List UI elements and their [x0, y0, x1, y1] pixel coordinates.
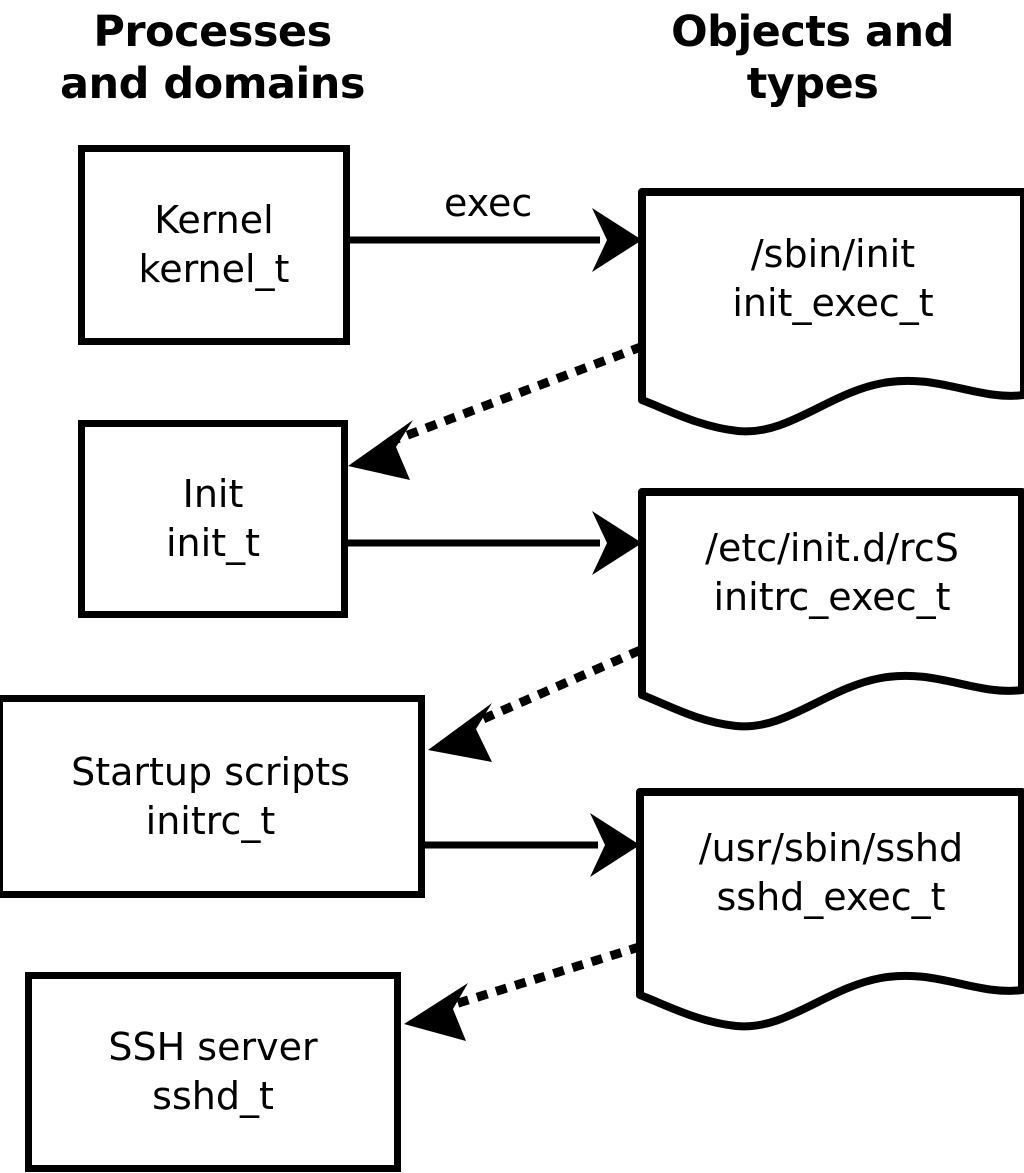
object-doc-usr-sbin-sshd[interactable]: /usr/sbin/sshd sshd_exec_t	[636, 788, 1024, 1031]
process-box-ssh-server-line1: SSH server	[108, 1025, 318, 1070]
edge-sshd-transition-sshd-t	[404, 942, 642, 1041]
edge-rcs-transition-initrc	[428, 646, 642, 762]
process-box-init[interactable]: Init init_t	[78, 420, 348, 618]
edge-init-exec-rcs	[346, 511, 642, 575]
object-doc-sbin-init-shape	[638, 188, 1024, 436]
edge-initrc-exec-sshd	[423, 813, 640, 877]
process-box-startup-scripts-line2: initrc_t	[145, 798, 276, 843]
edge-label-exec: exec	[444, 181, 533, 225]
process-box-ssh-server[interactable]: SSH server sshd_t	[25, 972, 401, 1172]
process-box-kernel-line1: Kernel	[154, 198, 274, 243]
object-doc-etc-initd-rcs-shape	[638, 488, 1024, 731]
edge-sbin-init-transition-init	[348, 342, 644, 480]
process-box-ssh-server-line2: sshd_t	[152, 1074, 274, 1118]
object-doc-sbin-init[interactable]: /sbin/init init_exec_t	[638, 188, 1024, 438]
object-doc-usr-sbin-sshd-shape	[636, 788, 1024, 1031]
process-box-kernel[interactable]: Kernel kernel_t	[78, 145, 350, 345]
process-box-init-line1: Init	[182, 472, 244, 517]
process-box-init-line2: init_t	[166, 521, 260, 565]
column-title-objects: Objects and types	[671, 7, 954, 110]
process-box-startup-scripts-line1: Startup scripts	[71, 749, 350, 794]
process-box-startup-scripts[interactable]: Startup scripts initrc_t	[0, 695, 425, 898]
column-title-processes: Processes and domains	[60, 7, 365, 110]
process-box-kernel-line2: kernel_t	[138, 247, 290, 291]
object-doc-etc-initd-rcs[interactable]: /etc/init.d/rcS initrc_exec_t	[638, 488, 1024, 731]
